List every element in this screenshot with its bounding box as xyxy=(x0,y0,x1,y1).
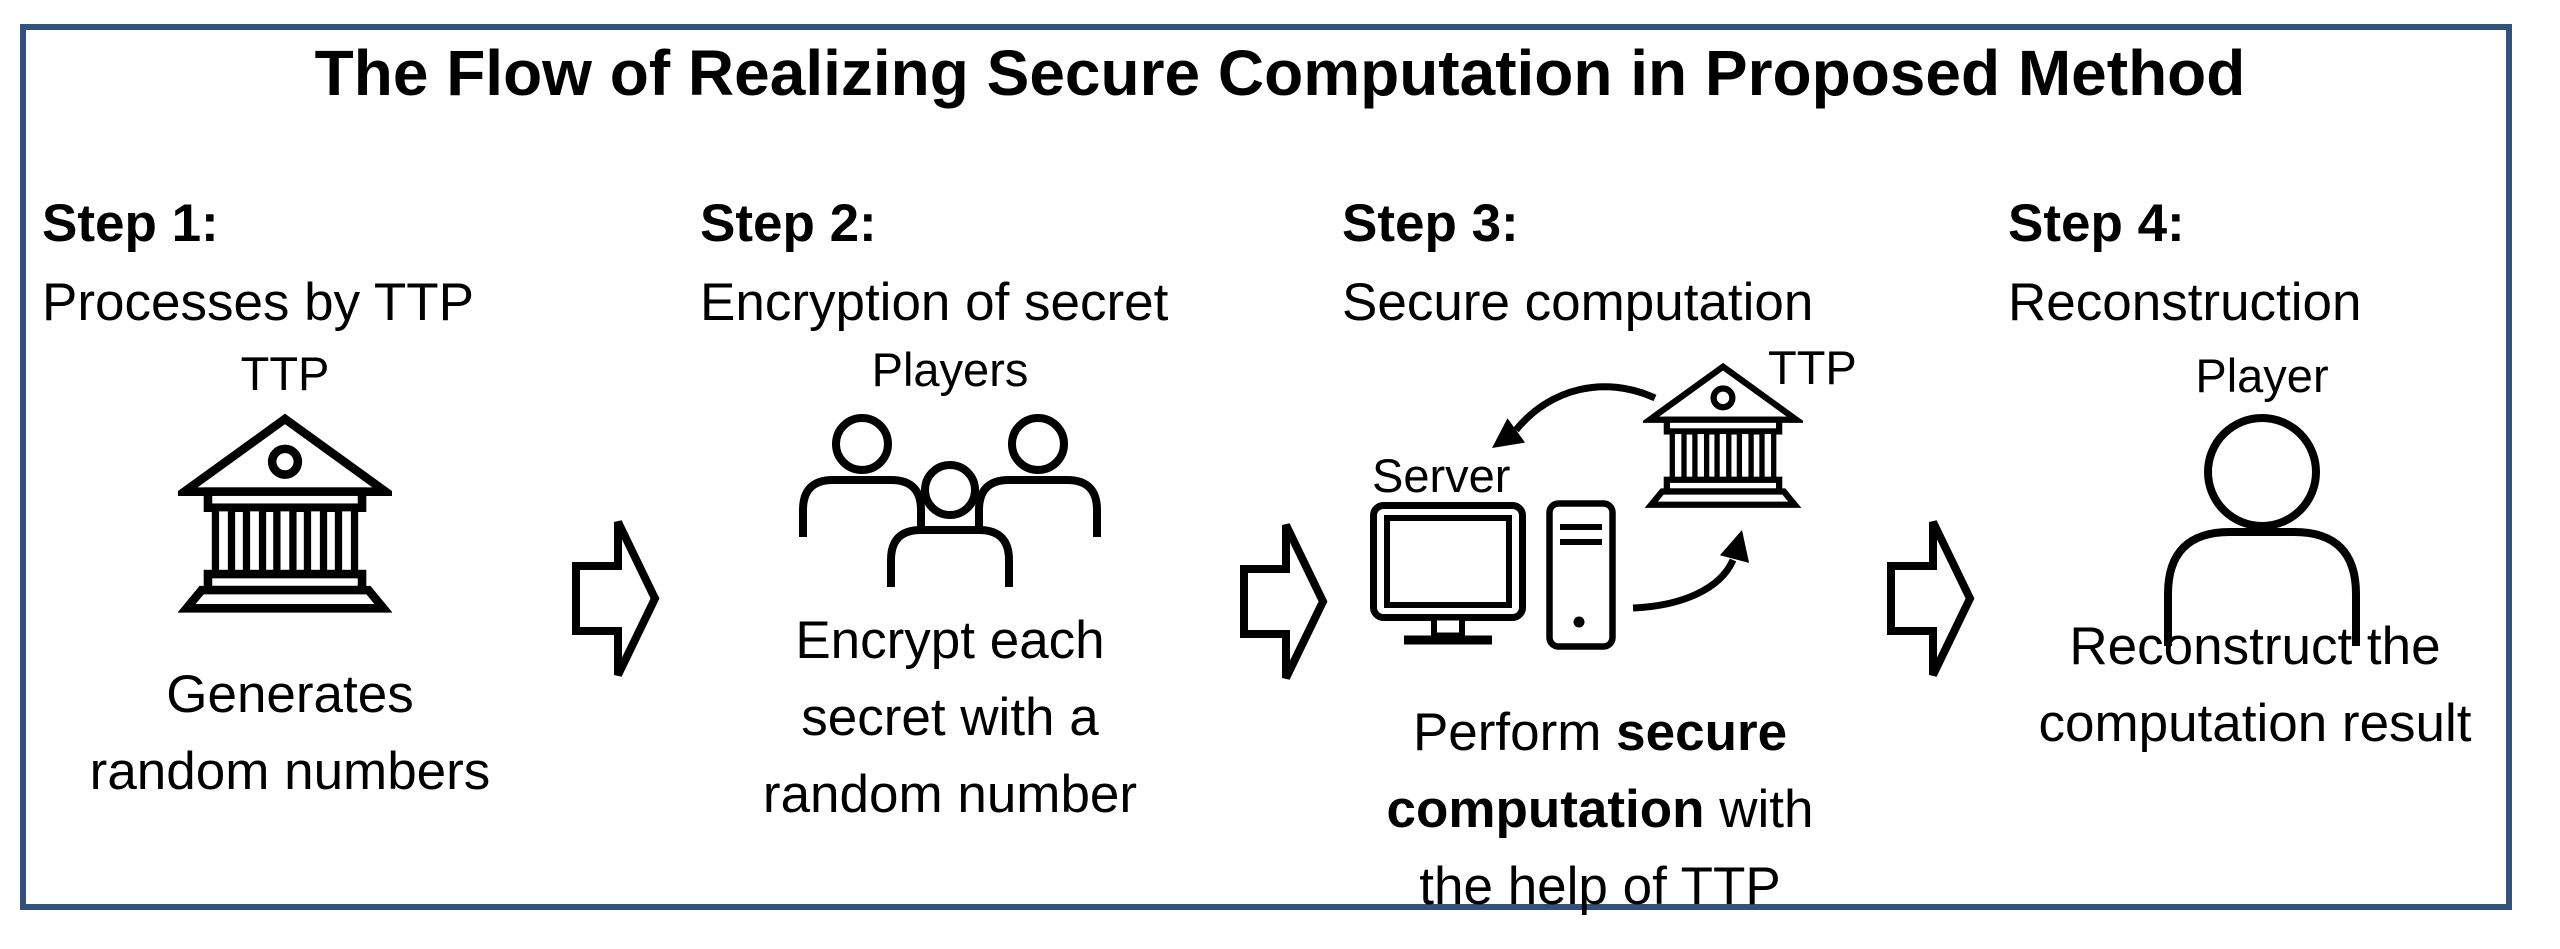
diagram-border-frame xyxy=(20,24,2512,910)
step-4-icon-label: Player xyxy=(2195,349,2329,402)
bank-icon xyxy=(178,413,392,613)
step-2-heading: Step 2: Encryption of secret xyxy=(700,184,1168,342)
step-3-caption-line-2-bold: computation xyxy=(1386,780,1705,839)
step-2-icon-label: Players xyxy=(871,343,1029,396)
step-3-caption-line-2: computation with xyxy=(1340,771,1860,848)
step-3-caption-line-3: the help of TTP xyxy=(1419,857,1781,916)
person-icon xyxy=(2164,414,2360,646)
step-2-caption: Encrypt each secret with a random number xyxy=(695,602,1205,833)
bank-icon xyxy=(1643,362,1803,508)
block-arrow-right-icon xyxy=(1240,523,1328,680)
step-2-label: Step 2: xyxy=(700,194,877,253)
curved-arrow-up-right-icon xyxy=(1632,530,1750,612)
step-2-caption-line-3: random number xyxy=(762,765,1138,824)
step-3-server-label: Server xyxy=(1372,449,1511,502)
step-1-icon-label: TTP xyxy=(240,347,330,400)
step-3-caption-line-1-text: Perform xyxy=(1412,703,1617,762)
curved-arrow-down-left-icon xyxy=(1492,383,1657,448)
block-arrow-right-icon xyxy=(1887,520,1975,677)
step-3-ttp-label: TTP xyxy=(1768,341,1857,394)
page-title: The Flow of Realizing Secure Computation… xyxy=(314,37,2246,109)
step-4-label: Step 4: xyxy=(2008,194,2185,253)
step-3-subtitle: Secure computation xyxy=(1342,273,1814,332)
step-2-caption-line-1: Encrypt each xyxy=(795,611,1105,670)
step-1-label: Step 1: xyxy=(42,194,219,253)
people-group-icon xyxy=(799,414,1101,587)
step-1-caption-line-1: Generates xyxy=(166,665,414,724)
step-4-caption: Reconstruct the computation result xyxy=(1980,608,2530,762)
step-1-heading: Step 1: Processes by TTP xyxy=(42,184,474,342)
step-3-caption: Perform secure computation with the help… xyxy=(1340,694,1860,925)
step-4-heading: Step 4: Reconstruction xyxy=(2008,184,2362,342)
step-3-caption-line-1: Perform secure xyxy=(1340,694,1860,771)
step-3-caption-line-2-text: with xyxy=(1704,780,1814,839)
block-arrow-right-icon xyxy=(572,520,660,677)
step-4-subtitle: Reconstruction xyxy=(2008,273,2362,332)
step-2-caption-line-2: secret with a xyxy=(801,688,1099,747)
step-3-label: Step 3: xyxy=(1342,194,1519,253)
step-1-subtitle: Processes by TTP xyxy=(42,273,474,332)
step-4-caption-line-1: Reconstruct the xyxy=(2069,617,2441,676)
step-2-subtitle: Encryption of secret xyxy=(700,273,1169,332)
step-3-heading: Step 3: Secure computation xyxy=(1342,184,1813,342)
step-1-caption: Generates random numbers xyxy=(20,656,560,810)
computer-tower-icon xyxy=(1546,500,1616,650)
step-3-curved-arrows xyxy=(1492,383,1750,612)
step-1-caption-line-2: random numbers xyxy=(89,742,491,801)
step-3-caption-line-1-bold: secure xyxy=(1616,703,1788,762)
monitor-icon xyxy=(1370,502,1526,645)
step-4-caption-line-2: computation result xyxy=(2038,694,2472,753)
